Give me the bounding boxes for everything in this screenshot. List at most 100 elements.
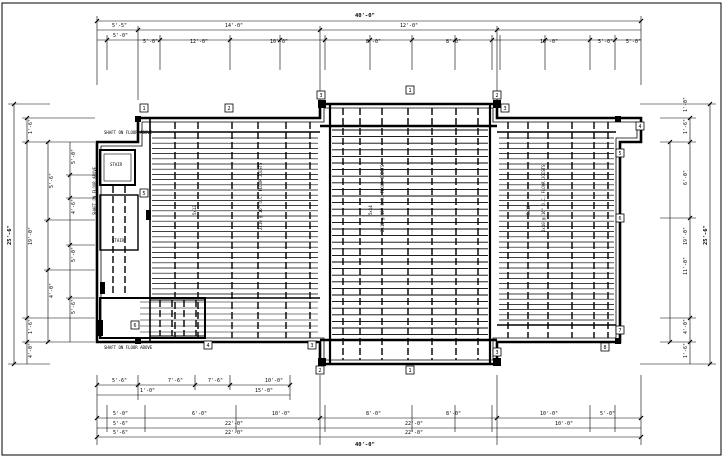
right-mid-dim: 19'-0" <box>683 227 689 245</box>
top-row2-left-dim: 5'-5" <box>112 23 127 29</box>
grid-tag-box <box>600 342 610 352</box>
grid-tag-box <box>315 365 325 375</box>
top-row3-dim: 12'-0" <box>190 39 208 45</box>
grid-tag-label: 3 <box>319 93 322 99</box>
left-segment-dim: 1'-6" <box>28 319 34 334</box>
stair-label-1: STAIR <box>110 162 123 167</box>
grid-tag-box <box>615 213 625 223</box>
right-joist-note: 2x10 @ 16" O.C. FLOOR JOISTS <box>541 164 546 232</box>
right-overall-dim: 25'-6" <box>703 225 709 245</box>
bay-center-label: 5x14 <box>368 205 373 215</box>
bottom-row1-dim: 7'-6" <box>208 378 223 384</box>
grid-tag: 3 <box>316 90 326 100</box>
left-segment-dim: 1'-6" <box>28 119 34 134</box>
left-mid-dim: 19'-0" <box>28 227 34 245</box>
top-row2-right-dim: 12'-0" <box>400 23 418 29</box>
grid-tag: 7 <box>615 325 625 335</box>
grid-tag-box <box>492 347 502 357</box>
right-segment-dims: 1'-0" 1'-6" 6'-0" 11'-0" 4'-0" 1'-6" <box>683 97 689 358</box>
structural-posts <box>98 100 621 366</box>
bottom-row2-dim: 10'-0" <box>272 411 290 417</box>
top-dimensions <box>96 16 642 100</box>
grid-tag-box <box>492 90 502 100</box>
grid-tag-label: 2 <box>495 93 498 99</box>
post <box>98 330 103 336</box>
top-overall-dim: 40'-0" <box>355 13 375 19</box>
grid-tag-box <box>316 90 326 100</box>
grid-tag: 8 <box>600 342 610 352</box>
post <box>615 338 621 344</box>
left-segment-dim: 4'-0" <box>28 343 34 358</box>
grid-tag: 1 <box>139 103 149 113</box>
bottom-row1-sub-dim: 1'-0" <box>140 388 155 394</box>
grid-tag: 3 <box>492 347 502 357</box>
top-row3-dim: 5'-0" <box>626 39 641 45</box>
grid-tag: 4 <box>203 340 213 350</box>
right-dimension-ticks <box>667 101 713 367</box>
top-row3-dim: 5'-0" <box>143 39 158 45</box>
shaft-note-2: SHAFT ON FLOOR ABOVE <box>92 166 97 215</box>
grid-tag: 4 <box>635 121 645 131</box>
top-row3-dim: 5'-0" <box>598 39 613 45</box>
shaft-note-3: SHAFT ON FLOOR ABOVE <box>104 345 153 350</box>
post <box>493 100 501 108</box>
grid-tag-label: 3 <box>503 106 506 112</box>
grid-tag-label: 4 <box>638 124 641 130</box>
post <box>493 358 501 366</box>
grid-tag: 6 <box>615 213 625 223</box>
top-row3-dim: 8'-0" <box>366 39 381 45</box>
grid-tag: 1 <box>405 85 415 95</box>
grid-tag-label: 1 <box>142 106 145 112</box>
grid-tag-box <box>203 340 213 350</box>
grid-tag-label: 5 <box>142 191 145 197</box>
bottom-row2-dims: 5'-0" 6'-0" 10'-0" 8'-0" 8'-0" 10'-0" 5'… <box>113 411 615 427</box>
post <box>98 320 103 330</box>
post <box>318 100 326 108</box>
bottom-dimension-ticks <box>94 382 644 440</box>
post <box>135 116 141 122</box>
bottom-row1-sub-dim: 15'-0" <box>255 388 273 394</box>
grid-tag: 2 <box>315 365 325 375</box>
grid-tag-box <box>139 188 149 198</box>
grid-tag-label: 7 <box>618 328 621 334</box>
left-segment-dim: 4'-0" <box>49 283 55 298</box>
grid-tag-label: 2 <box>318 368 321 374</box>
bottom-dimensions <box>96 375 642 445</box>
post <box>146 210 151 220</box>
left-segment-dim: 5'-0" <box>71 149 77 164</box>
left-segment-dim: 5'-6" <box>71 299 77 314</box>
left-overall-dim: 25'-6" <box>7 225 13 245</box>
grid-tag-box <box>635 121 645 131</box>
grid-tag-label: 6 <box>618 216 621 222</box>
bottom-row1-dim: 5'-6" <box>112 378 127 384</box>
right-segment-dim: 4'-0" <box>683 319 689 334</box>
bottom-row2-dim: 5'-0" <box>113 411 128 417</box>
top-dimension-ticks <box>94 18 644 43</box>
shaft-note-1: SHAFT ON FLOOR ABOVE <box>104 130 153 135</box>
grid-tag-box <box>615 148 625 158</box>
grid-tag-box <box>139 103 149 113</box>
floor-joists <box>112 108 614 360</box>
right-segment-dim: 1'-0" <box>683 97 689 112</box>
grid-tag-label: 3 <box>310 343 313 349</box>
bottom-row1-dim: 10'-0" <box>265 378 283 384</box>
right-segment-dim: 11'-0" <box>683 257 689 275</box>
left-dimensions <box>8 103 95 365</box>
grid-tag-box <box>500 103 510 113</box>
left-segment-dim: 5'-0" <box>71 247 77 262</box>
grid-tag-box <box>615 325 625 335</box>
grid-tag-box <box>224 103 234 113</box>
top-row3-dims: 5'-0" 5'-0" 12'-0" 10'-0" 8'-0" 8'-0" 10… <box>113 33 641 45</box>
post <box>615 116 621 122</box>
grid-tag-label: 1 <box>408 368 411 374</box>
grid-tag: 5 <box>615 148 625 158</box>
grid-tag: 1 <box>405 365 415 375</box>
grid-tag: 2 <box>492 90 502 100</box>
grid-tag-box <box>405 85 415 95</box>
left-joist-note: 2x10 @ 16" O.C. FLOOR JOISTS <box>258 162 263 230</box>
grid-tag-label: 4 <box>206 343 209 349</box>
bottom-row2-sub-dim: 22'-0" <box>225 421 243 427</box>
